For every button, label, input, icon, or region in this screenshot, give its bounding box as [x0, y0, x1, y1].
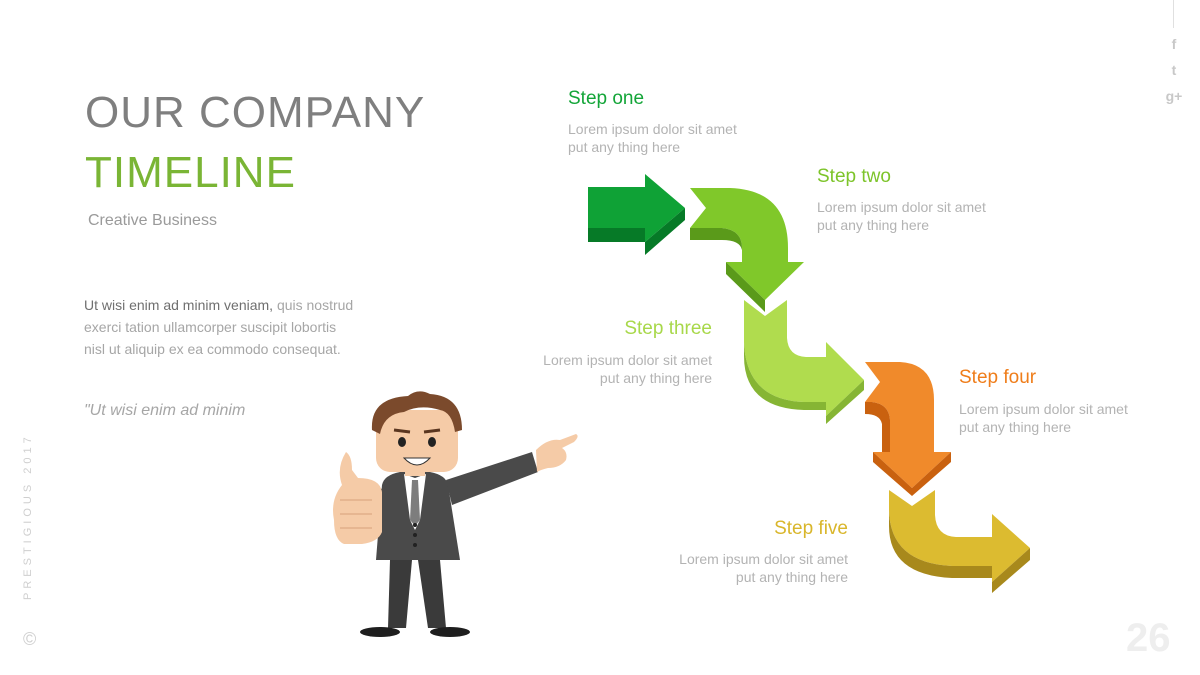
step-one-desc: Lorem ipsum dolor sit amet put any thing… — [568, 121, 737, 155]
body-paragraph: Ut wisi enim ad minim veniam, quis nostr… — [84, 294, 354, 360]
step-three-arrow — [744, 300, 864, 424]
google-plus-icon[interactable]: g+ — [1165, 88, 1183, 104]
sidebar-divider — [1173, 0, 1174, 28]
step-three-desc: Lorem ipsum dolor sit amet put any thing… — [543, 352, 712, 386]
quote-text: "Ut wisi enim ad minim — [84, 402, 246, 419]
step-one-title: Step one — [568, 88, 645, 109]
page-title-line1: OUR COMPANY — [85, 88, 426, 137]
twitter-icon[interactable]: t — [1171, 62, 1177, 78]
page-subtitle: Creative Business — [88, 212, 217, 229]
businessman-thumbs-up-icon — [333, 391, 578, 637]
step-two-title: Step two — [817, 166, 891, 187]
page-number: 26 — [1126, 616, 1171, 660]
step-five-arrow — [889, 490, 1030, 593]
copyright-icon: © — [23, 629, 37, 649]
step-four-desc: Lorem ipsum dolor sit amet put any thing… — [959, 401, 1128, 435]
step-one-arrow — [588, 174, 685, 255]
step-five-desc: Lorem ipsum dolor sit amet put any thing… — [679, 551, 848, 585]
step-three-title: Step three — [624, 318, 712, 339]
paragraph-text: quis nostrud exerci tation ullamcorper s… — [84, 297, 354, 357]
step-four-arrow — [865, 362, 951, 496]
step-two-desc: Lorem ipsum dolor sit amet put any thing… — [817, 199, 986, 233]
paragraph-lead: Ut wisi enim ad minim veniam, — [84, 297, 274, 313]
step-four-title: Step four — [959, 367, 1037, 388]
step-two-arrow — [690, 188, 804, 312]
step-five-title: Step five — [774, 518, 848, 539]
page-title-line2: TIMELINE — [85, 148, 296, 197]
facebook-icon[interactable]: f — [1171, 36, 1177, 52]
